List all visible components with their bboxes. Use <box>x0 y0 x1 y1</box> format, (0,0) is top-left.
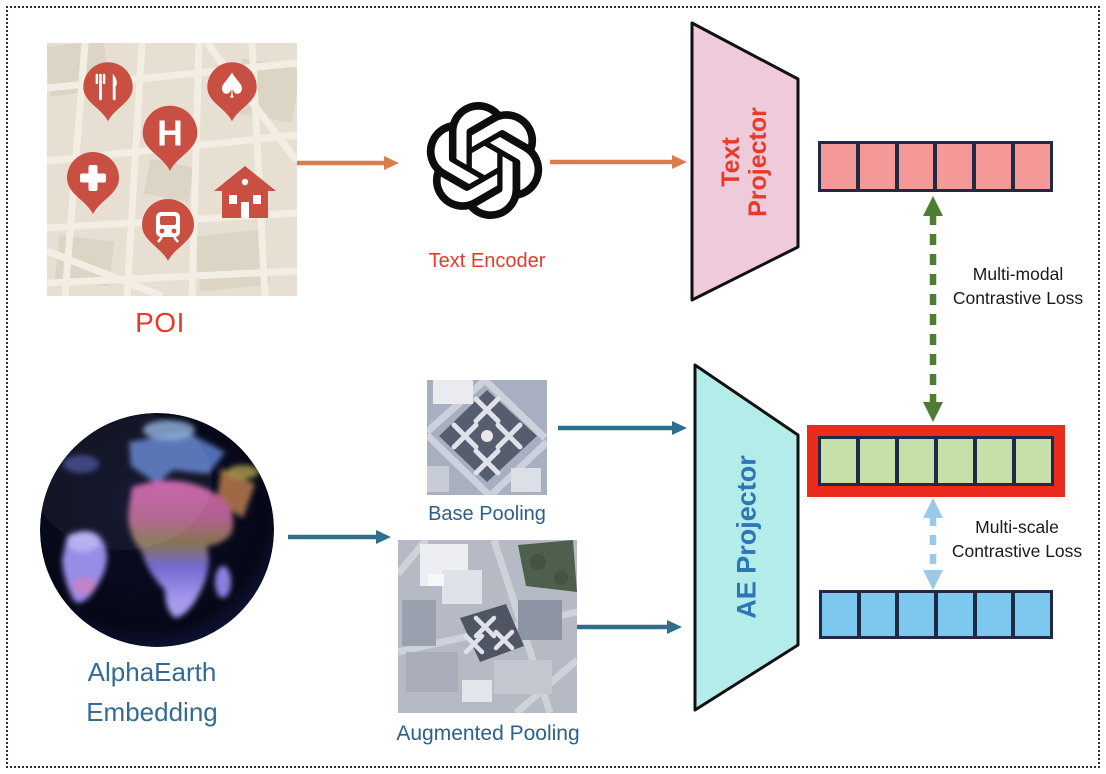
restaurant-pin-icon <box>83 62 133 122</box>
multimodal-loss-label: Multi-modal Contrastive Loss <box>952 264 1084 309</box>
augmented-pooling-image <box>398 540 577 713</box>
hospital-pin-icon: H <box>142 105 198 171</box>
openai-logo-icon <box>426 102 543 220</box>
vector-cell <box>1011 593 1051 636</box>
alphaearth-embedding-label: AlphaEarth Embedding <box>86 657 218 728</box>
dotted-border-frame <box>6 6 1100 768</box>
ae-embedding-highlight-frame <box>807 425 1065 497</box>
text-encoder-label: Text Encoder <box>428 250 546 272</box>
base-pooling-image <box>427 380 547 495</box>
vector-cell <box>895 439 934 483</box>
train-pin-icon <box>142 199 194 261</box>
base-pooling-label: Base Pooling <box>428 503 546 525</box>
multiscale-loss-label: Multi-scale Contrastive Loss <box>951 517 1083 562</box>
house-icon <box>214 166 276 218</box>
vector-cell <box>973 439 1012 483</box>
svg-text:♠: ♠ <box>217 66 248 106</box>
vector-cell <box>856 593 896 636</box>
vector-cell <box>856 439 895 483</box>
svg-text:H: H <box>157 114 183 154</box>
vector-cell <box>972 144 1012 189</box>
vector-cell <box>895 593 935 636</box>
poi-label: POI <box>135 307 185 338</box>
vector-cell <box>855 144 895 189</box>
augmented-pooling-label: Augmented Pooling <box>396 722 580 745</box>
vector-cell <box>894 144 934 189</box>
vector-cell <box>934 439 973 483</box>
ae-embedding-vector <box>818 436 1054 486</box>
text-projector-shape <box>690 21 800 302</box>
ae-projector-label: AE Projector <box>731 455 762 619</box>
ae-projector-shape <box>693 363 800 712</box>
vector-cell <box>1011 144 1050 189</box>
vector-cell <box>821 144 856 189</box>
medical-cross-pin-icon <box>67 152 119 214</box>
augmented-embedding-vector <box>819 590 1053 639</box>
vector-cell <box>1012 439 1051 483</box>
vector-cell <box>822 593 857 636</box>
vector-cell <box>972 593 1012 636</box>
text-projector-label: Text Projector <box>717 107 772 217</box>
poi-map-image: ♠ H <box>47 43 297 296</box>
spade-pin-icon: ♠ <box>207 62 257 122</box>
vector-cell <box>821 439 856 483</box>
vector-cell <box>934 593 973 636</box>
vector-cell <box>933 144 973 189</box>
text-embedding-vector <box>818 141 1053 192</box>
alphaearth-globe-image <box>40 413 274 647</box>
